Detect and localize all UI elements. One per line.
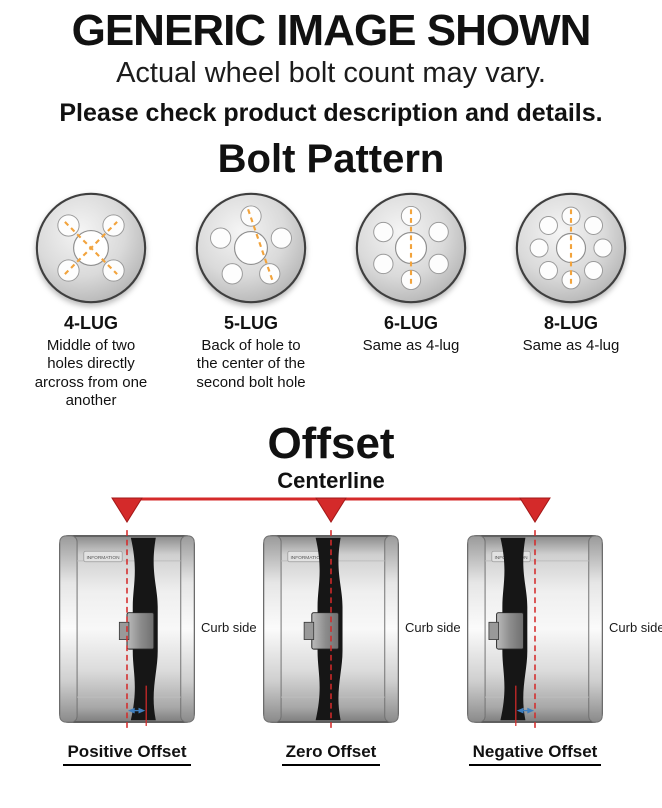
- watermark-text: INFORMATION: [290, 555, 324, 561]
- lug-5-label: 5-LUG: [224, 313, 278, 334]
- curb-side-label: Curb side: [405, 620, 461, 636]
- zero-offset-diagram: INFORMATION Curb side: [229, 524, 461, 736]
- lug-8-label: 8-LUG: [544, 313, 598, 334]
- centerline-marker-bar: [111, 497, 551, 524]
- mounting-face: [303, 538, 343, 721]
- positive-offset-label: Positive Offset: [63, 742, 191, 767]
- centerline-arrow-icon: [519, 497, 551, 524]
- negative-offset-diagram: INFORMATION Curb side: [433, 524, 662, 736]
- page-title: GENERIC IMAGE SHOWN: [71, 6, 592, 55]
- wheel-cross-section-positive-icon: INFORMATION: [59, 530, 195, 729]
- wheel-cross-section-negative-icon: INFORMATION: [467, 530, 603, 729]
- curb-side-label: Curb side: [201, 620, 257, 636]
- lug-4-description: Middle of two holes directly arcross fro…: [34, 337, 148, 410]
- mounting-face: [118, 538, 158, 727]
- centerline-arrow-icon: [111, 497, 143, 524]
- wheel-5lug-diagram-icon: [195, 192, 307, 304]
- negative-offset-label: Negative Offset: [468, 742, 602, 767]
- measurement-dashes: [247, 209, 274, 281]
- lug-item-4: 4-LUG Middle of two holes directly arcro…: [22, 190, 160, 410]
- zero-offset-label: Zero Offset: [281, 742, 381, 767]
- mounting-face: [488, 538, 528, 727]
- watermark-text: INFORMATION: [86, 555, 120, 561]
- offset-measure-arrow-icon: [516, 708, 535, 714]
- wheel-6lug-diagram-icon: [355, 192, 467, 304]
- page-note: Please check product description and det…: [59, 99, 603, 128]
- offset-row: INFORMATION Curb side: [0, 524, 662, 736]
- lug-item-6: 6-LUG Same as 4-lug: [342, 190, 480, 410]
- lug-item-5: 5-LUG Back of hole to the center of the …: [182, 190, 320, 410]
- bolt-pattern-title: Bolt Pattern: [217, 137, 445, 182]
- lug-6-description: Same as 4-lug: [362, 337, 460, 355]
- wheel-8lug-diagram-icon: [515, 192, 627, 304]
- wheel-infographic: GENERIC IMAGE SHOWN Actual wheel bolt co…: [0, 6, 662, 808]
- wheel-4lug-diagram-icon: [35, 192, 147, 304]
- offset-title: Offset: [267, 419, 395, 469]
- offset-labels-row: Positive Offset Zero Offset Negative Off…: [0, 742, 662, 767]
- curb-side-label: Curb side: [609, 620, 662, 636]
- wheel-cross-section-zero-icon: INFORMATION: [263, 530, 399, 729]
- lug-8-description: Same as 4-lug: [522, 337, 620, 355]
- positive-offset-diagram: INFORMATION Curb side: [25, 524, 257, 736]
- page-subtitle: Actual wheel bolt count may vary.: [116, 57, 546, 90]
- centerline-arrow-icon: [315, 497, 347, 524]
- bolt-pattern-row: 4-LUG Middle of two holes directly arcro…: [0, 190, 662, 410]
- lug-5-description: Back of hole to the center of the second…: [196, 337, 306, 391]
- lug-4-label: 4-LUG: [64, 313, 118, 334]
- lug-item-8: 8-LUG Same as 4-lug: [502, 190, 640, 410]
- offset-measure-arrow-icon: [127, 708, 146, 714]
- lug-6-label: 6-LUG: [384, 313, 438, 334]
- measurement-dashes: [64, 221, 118, 276]
- centerline-label: Centerline: [277, 468, 385, 494]
